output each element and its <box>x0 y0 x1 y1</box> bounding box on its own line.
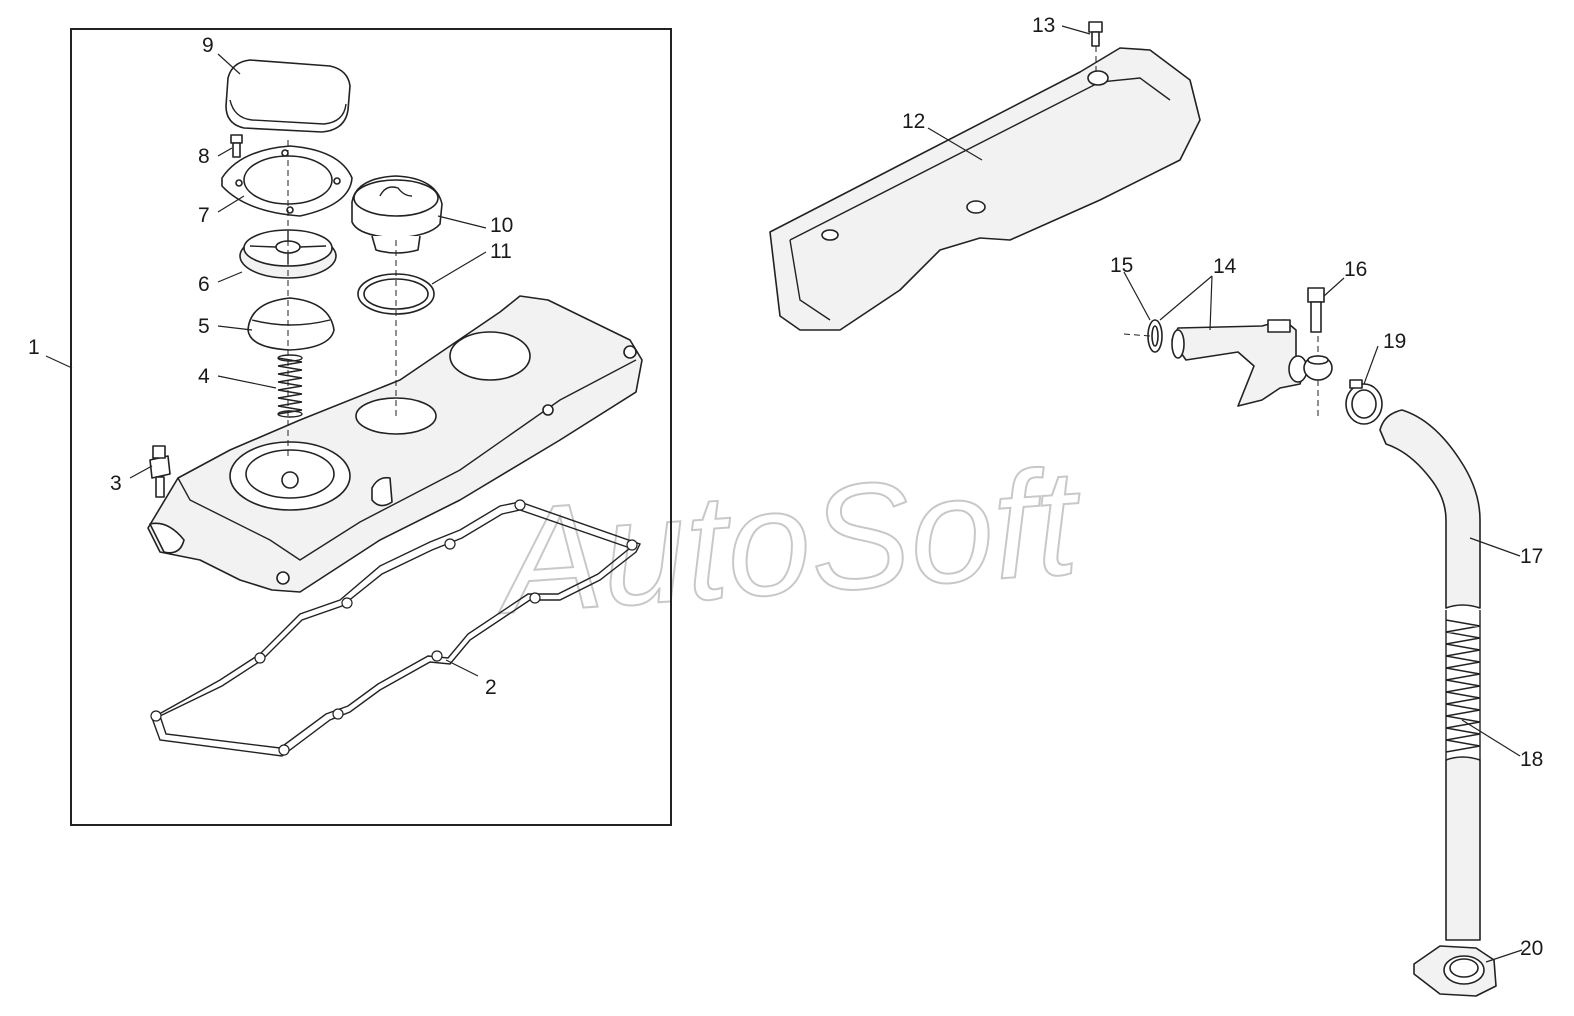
part-16-bolt <box>1303 287 1333 381</box>
callout-4: 4 <box>198 365 210 388</box>
callout-20: 20 <box>1520 937 1543 960</box>
part-10-filler-cap <box>351 175 443 254</box>
callout-13: 13 <box>1032 14 1055 37</box>
part-4-spring <box>277 354 303 418</box>
part-20-flange <box>1413 945 1497 997</box>
callout-1: 1 <box>28 336 40 359</box>
callout-2: 2 <box>485 676 497 699</box>
part-5-cap <box>247 297 335 351</box>
callout-12: 12 <box>902 110 925 133</box>
part-19-clamp <box>1345 379 1383 425</box>
leader-lines <box>45 25 1523 963</box>
callout-5: 5 <box>198 315 210 338</box>
callout-7: 7 <box>198 204 210 227</box>
callout-19: 19 <box>1383 330 1406 353</box>
part-17-hose <box>1379 409 1481 609</box>
callout-3: 3 <box>110 472 122 495</box>
callout-9: 9 <box>202 34 214 57</box>
part-14-breather-pipe <box>1171 319 1308 407</box>
part-8-screw <box>230 134 243 158</box>
part-7-plate <box>221 145 353 217</box>
part-3-bolt <box>149 445 171 498</box>
callout-6: 6 <box>198 273 210 296</box>
callout-16: 16 <box>1344 258 1367 281</box>
callout-14: 14 <box>1213 255 1237 278</box>
part-6-diaphragm <box>239 229 337 279</box>
part-lower-pipe <box>1445 756 1481 941</box>
watermark: AutoSoft <box>488 437 1087 646</box>
callout-11: 11 <box>490 240 512 263</box>
assembly-frame <box>70 28 672 826</box>
part-12-top-cover <box>769 47 1201 331</box>
callout-17: 17 <box>1520 545 1543 568</box>
callout-15: 15 <box>1110 254 1133 277</box>
part-18-spring-section <box>1445 610 1481 760</box>
callout-10: 10 <box>490 214 513 237</box>
part-9-cover <box>225 59 351 133</box>
callout-18: 18 <box>1520 748 1543 771</box>
part-15-ring <box>1147 319 1163 353</box>
callout-8: 8 <box>198 145 210 168</box>
part-2-gasket <box>150 499 641 757</box>
part-13-bolt <box>1088 21 1103 47</box>
part-1-valve-cover <box>147 295 643 593</box>
